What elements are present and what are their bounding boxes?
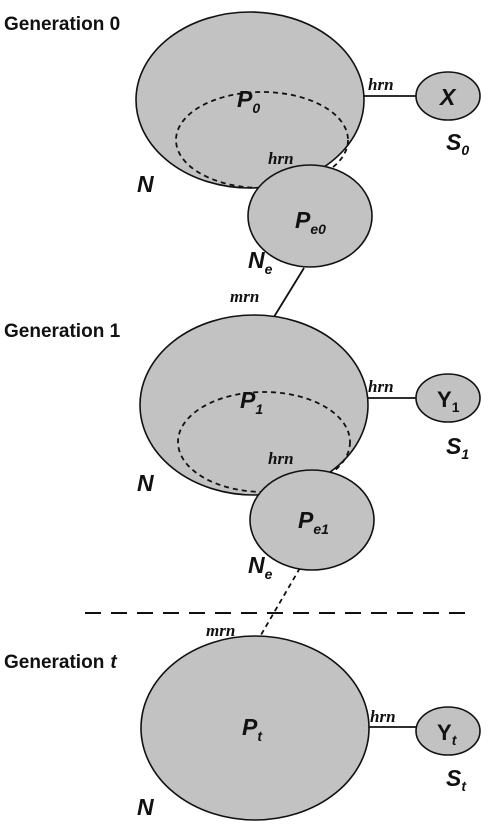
hrn-label-gen1-elite: hrn	[268, 449, 294, 468]
n-label-gent: N	[137, 794, 154, 820]
hrn-label-gent-archive: hrn	[370, 707, 396, 726]
archive-set-s1-label: S1	[446, 433, 469, 462]
archive-y1	[415, 373, 481, 423]
population-pt	[140, 635, 370, 821]
hrn-label-gen0-elite: hrn	[268, 149, 294, 168]
population-pt-label: Pt	[242, 714, 263, 744]
archive-yt	[415, 706, 481, 756]
generation-1-label: Generation 1	[4, 321, 121, 342]
population-p0-label: P0	[237, 86, 260, 116]
archive-x	[415, 71, 481, 121]
n-label-gen0: N	[137, 171, 154, 197]
elite-pe0-label: Pe0	[295, 207, 326, 237]
population-p1	[139, 314, 369, 496]
archive-y1-label: Y1	[437, 387, 460, 415]
generation-0-label: Generation 0	[4, 14, 120, 35]
ne-label-gen0: Ne	[248, 247, 273, 277]
mrn-link-gen1-gent	[257, 567, 301, 641]
mrn-link-gen0-gen1	[268, 267, 305, 326]
elite-pe1-label: Pe1	[298, 507, 329, 537]
elite-population-pe0	[247, 164, 373, 268]
elite-population-pe1	[249, 469, 375, 571]
mrn-label-gen1: mrn	[230, 287, 259, 306]
ne-label-gen1: Ne	[248, 552, 273, 582]
archive-x-label: X	[438, 84, 457, 110]
hrn-label-gen0-archive: hrn	[368, 75, 394, 94]
archive-set-st-label: St	[446, 765, 467, 794]
population-p1-label: P1	[240, 387, 263, 417]
hrn-label-gen1-archive: hrn	[368, 377, 394, 396]
archive-yt-label: Yt	[437, 720, 458, 748]
elite-region-gen0	[175, 91, 349, 189]
archive-set-s0-label: S0	[446, 129, 469, 158]
n-label-gen1: N	[137, 470, 154, 496]
mrn-label-gent: mrn	[206, 621, 235, 640]
